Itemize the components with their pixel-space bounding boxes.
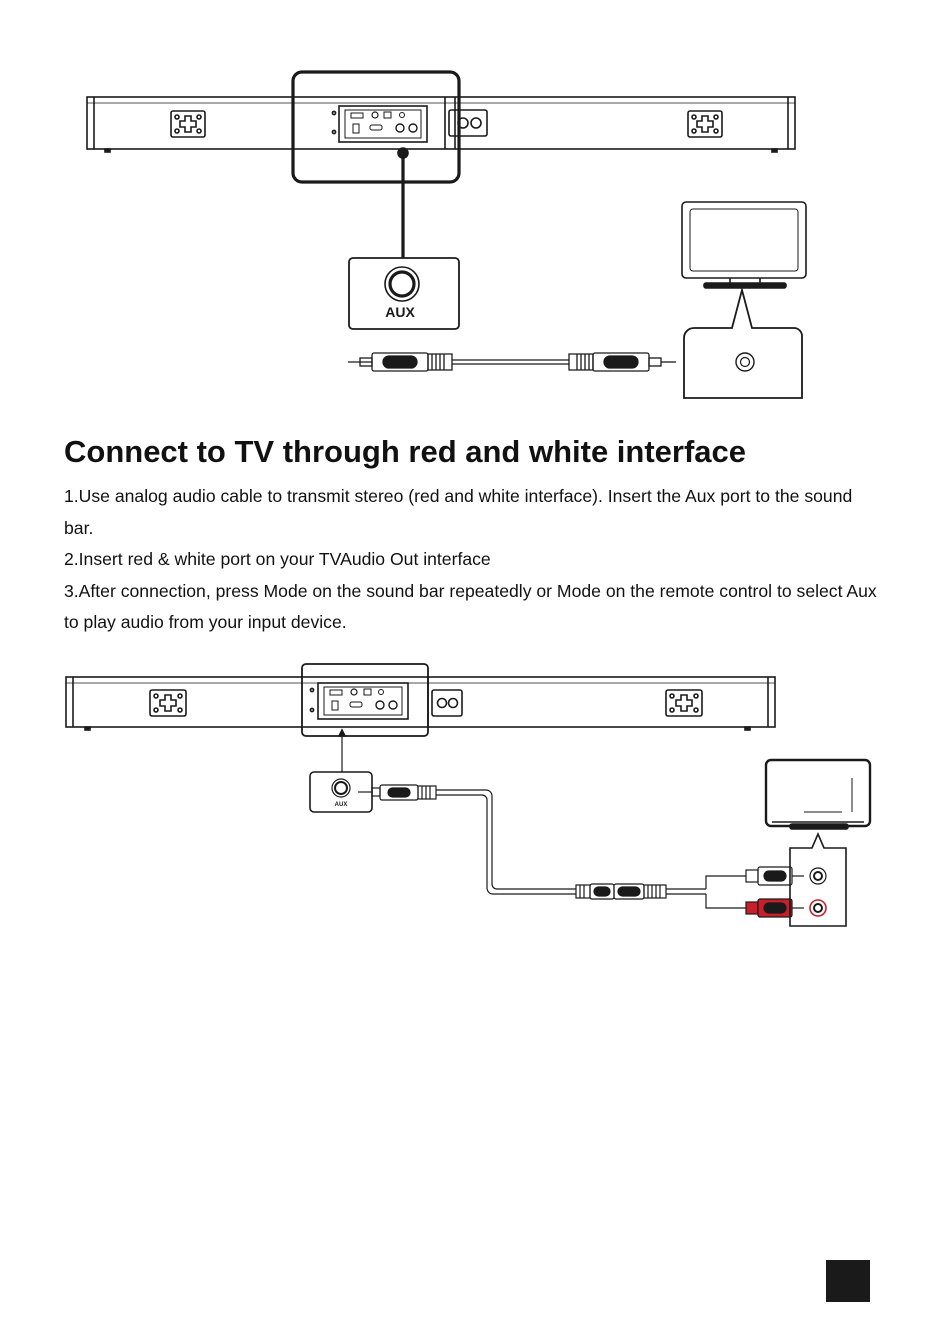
aux-port-callout bbox=[348, 257, 460, 330]
mount-bracket-right-bottom bbox=[665, 689, 703, 717]
page-marker bbox=[826, 1260, 870, 1302]
mount-bracket-right bbox=[687, 110, 723, 138]
instruction-list: 1.Use analog audio cable to transmit ste… bbox=[64, 481, 884, 639]
aux-port-label-top: AUX bbox=[385, 304, 415, 320]
aux-port-label-bottom: AUX bbox=[335, 802, 348, 808]
aux-cable bbox=[348, 352, 676, 372]
rca-plug-red bbox=[745, 898, 804, 918]
tv-aux-jack-callout bbox=[683, 286, 803, 399]
instruction-step-3: 3.After connection, press Mode on the so… bbox=[64, 580, 877, 633]
rear-port-panel-bottom bbox=[309, 677, 463, 727]
aux-to-rca-cable bbox=[358, 784, 746, 909]
tv-rca-jack-callout bbox=[789, 831, 847, 927]
mount-bracket-left-bottom bbox=[149, 689, 187, 717]
rca-plug-white bbox=[745, 866, 804, 886]
rca-connection-diagram-bottom: AUX bbox=[65, 663, 872, 927]
port-highlight-frame bbox=[291, 70, 461, 184]
soundbar-illustration-bottom bbox=[65, 676, 776, 731]
port-highlight-frame-bottom bbox=[301, 663, 429, 737]
instruction-step-1: 1.Use analog audio cable to transmit ste… bbox=[64, 486, 853, 538]
instruction-step-2: 2.Insert red & white port on your TVAudi… bbox=[64, 549, 491, 569]
section-title: Connect to TV through red and white inte… bbox=[64, 434, 747, 469]
tv-illustration-bottom bbox=[764, 758, 872, 830]
aux-connection-diagram-top: AUX bbox=[86, 70, 807, 399]
mount-bracket-left bbox=[170, 110, 206, 138]
tv-illustration bbox=[681, 201, 807, 289]
soundbar-illustration bbox=[86, 96, 796, 153]
rear-port-panel bbox=[331, 97, 488, 149]
